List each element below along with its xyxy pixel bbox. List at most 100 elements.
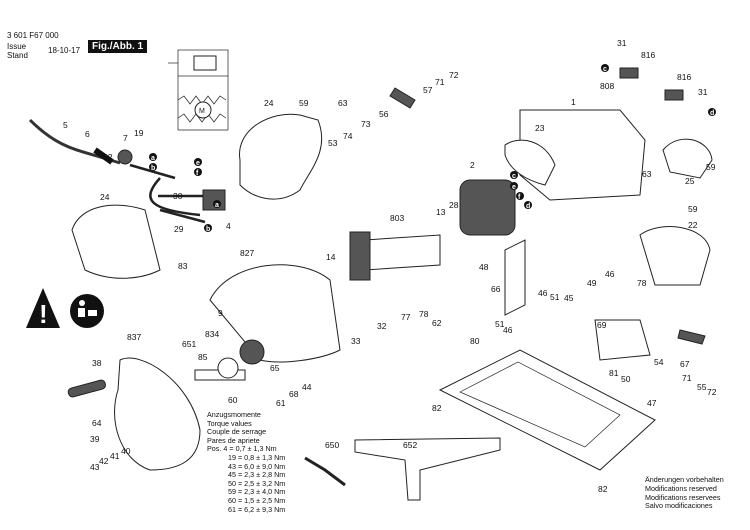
svg-text:d: d	[526, 203, 530, 210]
part-label: 837	[127, 332, 141, 342]
part-label: 78	[637, 278, 647, 288]
part-label: 59	[688, 204, 698, 214]
torque-line: Torque values	[207, 418, 252, 428]
torque-line: Anzugsmomente	[207, 410, 261, 419]
blade-guard	[209, 264, 341, 363]
part-label: 816	[677, 72, 691, 82]
part-label: 46	[605, 269, 615, 279]
svg-text:M: M	[199, 108, 205, 115]
part-label: 9	[218, 308, 223, 318]
svg-text:a: a	[151, 155, 155, 162]
part-label: 45	[564, 293, 574, 303]
stator-field	[459, 179, 516, 236]
cord-guard	[93, 147, 114, 165]
part-label: 92	[103, 152, 113, 162]
part-label: 14	[326, 252, 336, 262]
mod-line: Modifications reservees	[645, 492, 721, 502]
stand-label: Stand	[7, 51, 28, 60]
part-label: 816	[641, 50, 655, 60]
part-label: 53	[328, 138, 338, 148]
svg-text:!: !	[39, 299, 48, 329]
part-label: 5	[63, 120, 68, 130]
svg-text:c: c	[603, 66, 607, 73]
cord-clamp	[117, 149, 133, 165]
part-label: 652	[403, 440, 417, 450]
part-label: 1	[571, 97, 576, 107]
hex-wrench	[304, 456, 346, 487]
bearing	[217, 357, 239, 379]
handle-half-left	[71, 204, 161, 279]
handle-half-right	[239, 113, 323, 200]
svg-text:a: a	[215, 202, 219, 209]
part-label: 834	[205, 329, 219, 339]
part-label: 59	[299, 98, 309, 108]
part-label: 29	[174, 224, 184, 234]
svg-text:b: b	[151, 165, 155, 172]
part-label: 57	[423, 85, 433, 95]
torque-line: 45 = 2,3 ± 2,8 Nm	[228, 470, 286, 480]
part-label: 80	[470, 336, 480, 346]
part-label: 40	[121, 446, 131, 456]
part-label: 41	[110, 451, 120, 461]
part-label: 77	[401, 312, 411, 322]
part-label: 71	[682, 373, 692, 383]
part-label: 38	[92, 358, 102, 368]
base-plate	[438, 349, 656, 471]
torque-line: 43 = 6,0 ± 9,0 Nm	[228, 461, 286, 471]
part-label: 56	[379, 109, 389, 119]
part-label: 62	[432, 318, 442, 328]
part-label: 83	[178, 261, 188, 271]
part-label: 85	[198, 352, 208, 362]
figure-label: Fig./Abb. 1	[88, 40, 148, 53]
torque-values: Anzugsmomente Torque values Couple de se…	[207, 410, 286, 514]
part-label: 24	[100, 192, 110, 202]
issue-date: 18-10-17	[48, 46, 81, 55]
issue-label: Issue	[7, 42, 27, 51]
part-label: 63	[642, 169, 652, 179]
part-label: 49	[587, 278, 597, 288]
part-label: 2	[470, 160, 475, 170]
part-label: 4	[226, 221, 231, 231]
part-label: 65	[270, 363, 280, 373]
svg-text:e: e	[512, 184, 516, 191]
torque-line: 61 = 6,2 ± 9,3 Nm	[228, 504, 286, 514]
part-label: 46	[538, 288, 548, 298]
svg-text:f: f	[196, 170, 199, 177]
part-label: 25	[685, 176, 695, 186]
modifications-note: Änderungen vorbehalten Modifications res…	[645, 475, 724, 511]
brush-holder-top	[619, 67, 639, 79]
part-label: 47	[647, 398, 657, 408]
read-manual-icon	[70, 294, 104, 328]
part-label: 39	[90, 434, 100, 444]
svg-text:b: b	[206, 226, 210, 233]
part-label: 50	[621, 374, 631, 384]
part-label: 82	[432, 403, 442, 413]
part-label: 74	[343, 131, 353, 141]
part-label: 19	[134, 128, 144, 138]
part-label: 827	[240, 248, 254, 258]
part-label: 30	[173, 191, 183, 201]
lower-guard-lever	[67, 379, 106, 398]
part-label: 51	[550, 292, 560, 302]
part-label: 650	[325, 440, 339, 450]
rear-cap	[662, 138, 713, 179]
part-label: 803	[390, 213, 404, 223]
part-label: 651	[182, 339, 196, 349]
gear	[239, 339, 265, 365]
part-label: 24	[264, 98, 274, 108]
torque-line: 19 = 0,8 ± 1,3 Nm	[228, 452, 286, 462]
svg-text:d: d	[710, 110, 714, 117]
part-label: 72	[449, 70, 459, 80]
armature-fan	[349, 231, 371, 281]
torque-line: Pos. 4 = 0,7 ± 1,3 Nm	[207, 444, 277, 454]
lower-guard	[114, 357, 201, 471]
part-label: 67	[680, 359, 690, 369]
part-label: 22	[688, 220, 698, 230]
part-label: 44	[302, 382, 312, 392]
part-label: 61	[276, 398, 286, 408]
part-label: 28	[449, 200, 459, 210]
mod-line: Salvo modificaciones	[645, 501, 713, 511]
wire-connectors: a b e f c e f d c d a b	[149, 64, 716, 233]
